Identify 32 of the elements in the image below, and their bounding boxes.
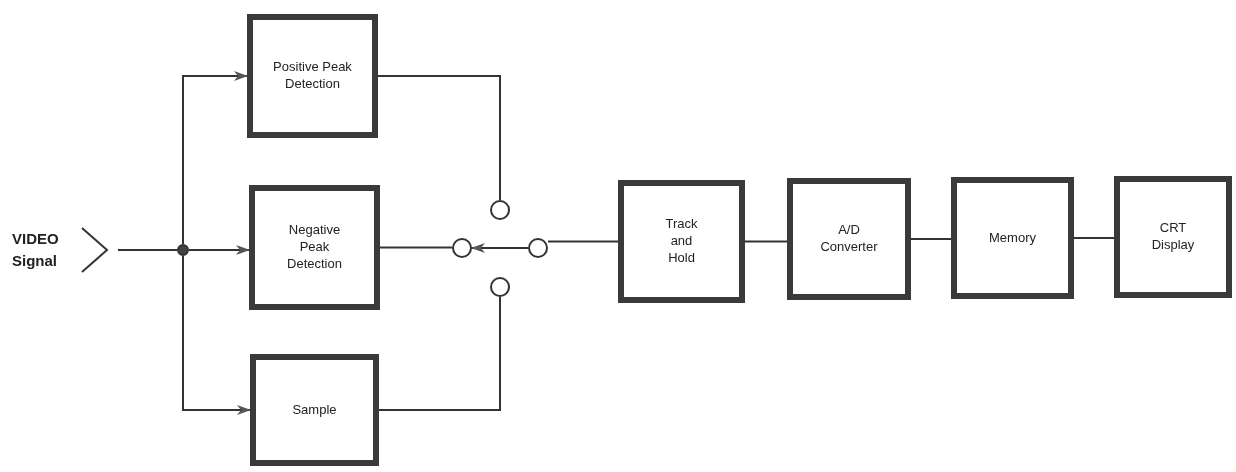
input-label: VIDEO Signal (12, 229, 60, 271)
switch-contact (490, 200, 510, 220)
switch-contact (528, 238, 548, 258)
arrow (471, 243, 529, 253)
box-label: CRT Display (1150, 220, 1196, 254)
switch-contact (452, 238, 472, 258)
connector-line (910, 238, 952, 240)
process-box (249, 185, 380, 310)
connector-line (377, 75, 501, 201)
box-label: Memory (989, 229, 1036, 247)
connector-line (117, 249, 178, 251)
junction-dot (177, 244, 189, 256)
arrow (182, 71, 248, 245)
connector-line (379, 246, 453, 249)
process-box (951, 177, 1074, 299)
connector-line (378, 296, 501, 411)
box-label: Sample (292, 401, 337, 419)
box-label: A/D Converter (819, 222, 879, 256)
process-box (247, 14, 378, 138)
process-box (1114, 176, 1232, 298)
switch-contact (490, 277, 510, 297)
connector-line (1073, 237, 1115, 239)
arrow (188, 245, 250, 255)
process-box (250, 354, 379, 466)
arrow (182, 255, 251, 415)
connector-line (547, 240, 619, 243)
box-label: Track and Hold (664, 216, 699, 267)
process-box (787, 178, 911, 300)
box-label: Negative Peak Detection (286, 222, 343, 273)
connector-line (744, 240, 788, 243)
box-label: Positive Peak Detection (272, 59, 353, 93)
process-box (618, 180, 745, 303)
